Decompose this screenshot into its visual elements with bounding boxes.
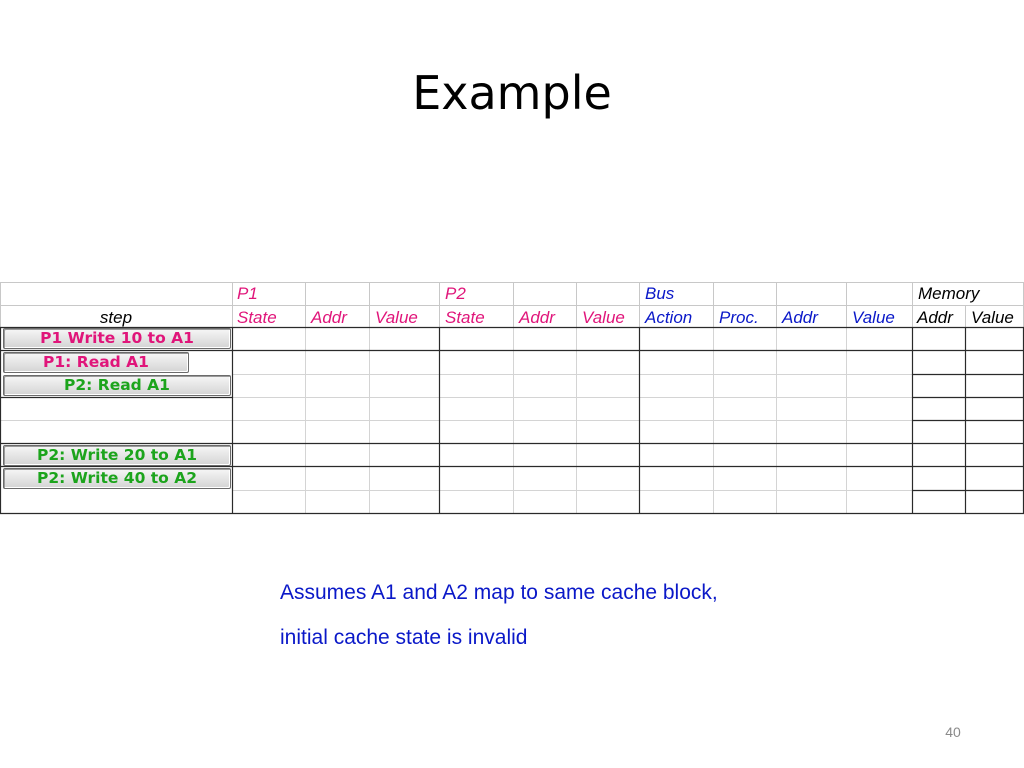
p2-value-header: Value	[582, 308, 625, 327]
step-column-header: step	[99, 308, 133, 327]
slide-title: Example	[412, 66, 612, 120]
note-line-2: initial cache state is invalid	[280, 626, 528, 649]
step-button-p1-write-10-a1[interactable]: P1 Write 10 to A1	[3, 328, 231, 349]
p2-state-header: State	[445, 308, 485, 327]
p2-addr-header: Addr	[519, 308, 555, 327]
bus-group-header: Bus	[645, 284, 675, 303]
mem-addr-header: Addr	[917, 308, 953, 327]
header-grid-lines	[0, 282, 1024, 327]
p1-group-header: P1	[237, 284, 258, 303]
step-button-p1-read-a1[interactable]: P1: Read A1	[3, 352, 189, 373]
p1-value-header: Value	[375, 308, 418, 327]
p1-state-header: State	[237, 308, 277, 327]
note-line-1: Assumes A1 and A2 map to same cache bloc…	[280, 581, 718, 604]
bus-addr-header: Addr	[782, 308, 818, 327]
p2-group-header: P2	[445, 284, 466, 303]
body-light-lines	[0, 327, 912, 513]
p1-addr-header: Addr	[311, 308, 347, 327]
bus-action-header: Action	[645, 308, 693, 327]
bus-proc-header: Proc.	[719, 308, 759, 327]
step-button-p2-write-20-a1[interactable]: P2: Write 20 to A1	[3, 445, 231, 466]
step-button-p2-read-a1[interactable]: P2: Read A1	[3, 375, 231, 396]
memory-group-header: Memory	[918, 284, 980, 303]
body-dark-lines	[0, 326, 1024, 515]
page-number: 40	[945, 724, 961, 740]
bus-value-header: Value	[852, 308, 895, 327]
step-button-p2-write-40-a2[interactable]: P2: Write 40 to A2	[3, 468, 231, 489]
mem-value-header: Value	[971, 308, 1014, 327]
